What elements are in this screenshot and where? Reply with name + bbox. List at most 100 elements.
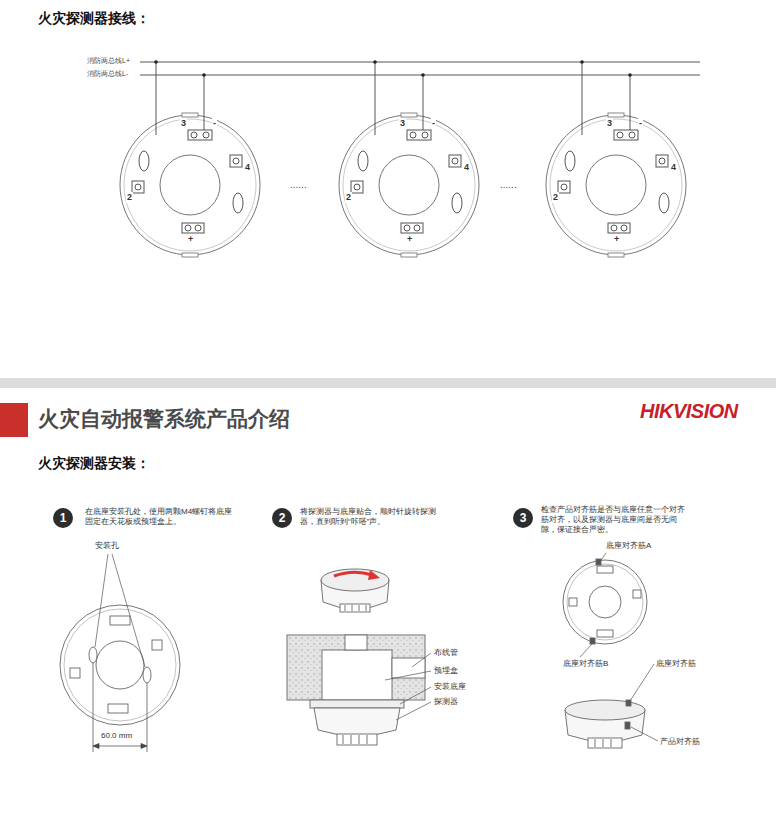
rect-shape — [597, 630, 613, 637]
detector-alignment — [565, 700, 645, 748]
base-top-view — [60, 605, 180, 725]
path-shape — [334, 572, 372, 576]
circle-shape — [96, 641, 144, 689]
step-number: 1 — [53, 508, 73, 528]
callout-number: 1 — [60, 512, 67, 524]
terminal-label: + — [613, 234, 620, 245]
rect-shape — [596, 559, 601, 565]
circle-shape — [628, 73, 632, 77]
line-shape — [611, 739, 612, 747]
separator-band — [0, 378, 776, 388]
detector-rotate — [321, 569, 389, 612]
rect-shape — [310, 700, 404, 708]
line-shape — [156, 62, 157, 135]
line-shape — [630, 664, 654, 701]
rect-shape — [633, 590, 641, 598]
rect-shape — [625, 722, 630, 729]
terminal-label: 4 — [244, 162, 251, 173]
line-shape — [630, 75, 631, 130]
part-label: 预埋盒 — [434, 666, 458, 676]
line-shape — [375, 62, 376, 135]
part-label: 底座对齐筋 — [656, 659, 696, 669]
line-shape — [351, 735, 352, 744]
line-shape — [599, 553, 606, 563]
part-label: 探测器 — [434, 697, 458, 707]
ceiling-section — [287, 635, 425, 745]
terminal-label: 3 — [399, 118, 406, 129]
rect-shape — [322, 650, 392, 700]
line-shape — [595, 739, 596, 747]
ellipsis: ...... — [290, 179, 307, 192]
circle-shape — [202, 73, 206, 77]
ellipse-shape — [565, 700, 645, 720]
line-shape — [345, 605, 346, 611]
line-shape — [412, 653, 431, 667]
terminal-label: 4 — [670, 162, 677, 173]
line-shape — [147, 683, 148, 752]
terminal-label: 2 — [126, 192, 133, 203]
ellipse-shape — [143, 667, 151, 683]
terminal-label: 4 — [463, 162, 470, 173]
terminal-label: + — [187, 234, 194, 245]
line-shape — [140, 62, 700, 63]
step-text: 在底座安装孔处，使用两颗M4螺钉将底座固定在天花板或预埋盒上。 — [85, 507, 235, 527]
line-shape — [95, 554, 108, 647]
ellipsis: ...... — [500, 179, 517, 192]
line-shape — [359, 605, 360, 611]
line-shape — [580, 644, 592, 657]
line-shape — [359, 735, 360, 744]
line-shape — [385, 671, 431, 680]
terminal-label: - — [212, 118, 217, 129]
step-text: 检查产品对齐筋是否与底座任意一个对齐筋对齐，以及探测器与底座间是否无间隙，保证接… — [541, 505, 691, 535]
rect-shape — [108, 704, 128, 713]
line-shape — [396, 702, 431, 720]
part-label: 底座对齐筋B — [563, 659, 608, 669]
brand-logo: HIKVISION — [640, 399, 738, 424]
line-shape — [631, 727, 658, 741]
circle-shape — [154, 60, 158, 64]
part-label: 底座对齐筋A — [606, 541, 651, 551]
circle-shape — [64, 609, 176, 721]
leader-lines — [95, 554, 145, 667]
rect-shape — [287, 635, 425, 700]
path-shape — [314, 708, 400, 736]
terminal-label: 2 — [552, 192, 559, 203]
circle-shape — [563, 560, 647, 644]
detector-base — [339, 113, 479, 257]
rect-shape — [340, 604, 370, 612]
ellipse-shape — [321, 569, 389, 591]
circle-shape — [580, 60, 584, 64]
bus-label: 消防两总线L+ — [87, 57, 130, 66]
rect-shape — [152, 640, 162, 650]
rect-shape — [569, 598, 577, 606]
rect-shape — [588, 738, 622, 748]
terminal-label: - — [431, 118, 436, 129]
section-heading: 火灾探测器安装： — [38, 455, 150, 473]
banner-bar — [0, 403, 28, 437]
part-label: 产品对齐筋 — [660, 737, 700, 747]
circle-shape — [373, 60, 377, 64]
dimension-label: 60.0 mm — [101, 731, 132, 741]
line-shape — [366, 605, 367, 611]
line-shape — [93, 746, 147, 747]
detector-base — [120, 113, 260, 257]
bus-label: 消防两总线L- — [87, 70, 128, 79]
detector-base — [546, 113, 686, 257]
rect-shape — [337, 734, 377, 745]
circle-shape — [567, 564, 643, 640]
polygon-shape — [368, 570, 380, 580]
junction-dots — [154, 60, 632, 77]
step-text: 将探测器与底座贴合，顺时针旋转探测器，直到听到“咔嗒”声。 — [300, 507, 440, 527]
callout-number: 2 — [279, 512, 286, 524]
terminal-label: + — [406, 234, 413, 245]
part-label: 布线管 — [434, 648, 458, 658]
rect-shape — [345, 635, 367, 650]
line-shape — [93, 663, 94, 752]
leader-lines — [580, 553, 658, 741]
rect-shape — [70, 668, 80, 678]
line-shape — [582, 62, 583, 135]
line-shape — [367, 735, 368, 744]
part-label: 安装底座 — [434, 682, 466, 692]
banner-title: 火灾自动报警系统产品介绍 — [38, 406, 290, 432]
base-alignment — [563, 559, 647, 644]
